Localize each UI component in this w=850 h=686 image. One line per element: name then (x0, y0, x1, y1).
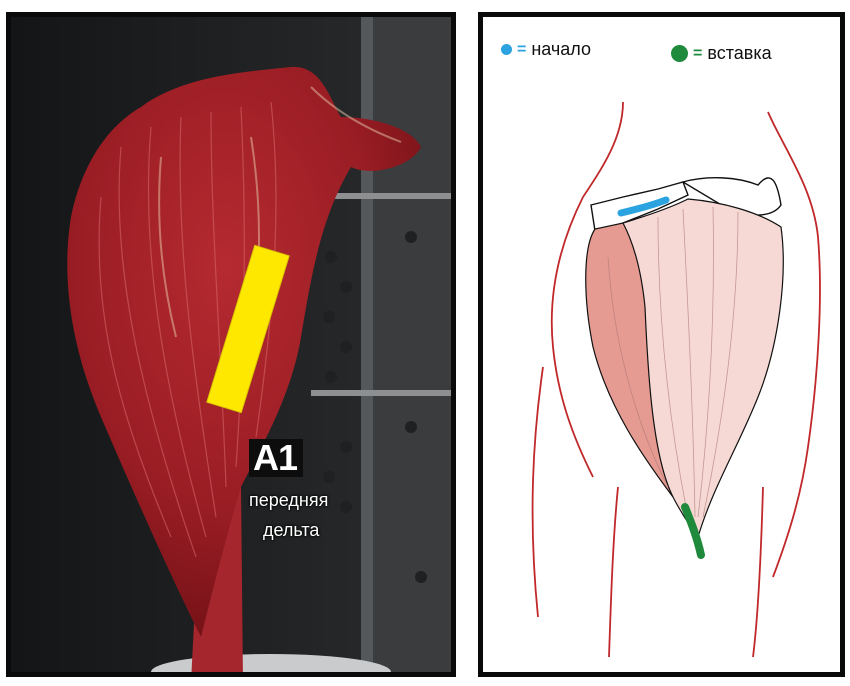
muscle-tag: A1 (249, 439, 303, 477)
caption-line-2: дельта (263, 519, 319, 541)
caption-line-1: передняя (249, 489, 328, 511)
muscle-photo-panel: A1 передняя дельта (6, 12, 456, 677)
muscle-photo (11, 17, 451, 677)
rack-rod (311, 390, 451, 396)
shoulder-illustration (483, 17, 840, 677)
muscle-illustration-panel: = начало = вставка (478, 12, 845, 677)
